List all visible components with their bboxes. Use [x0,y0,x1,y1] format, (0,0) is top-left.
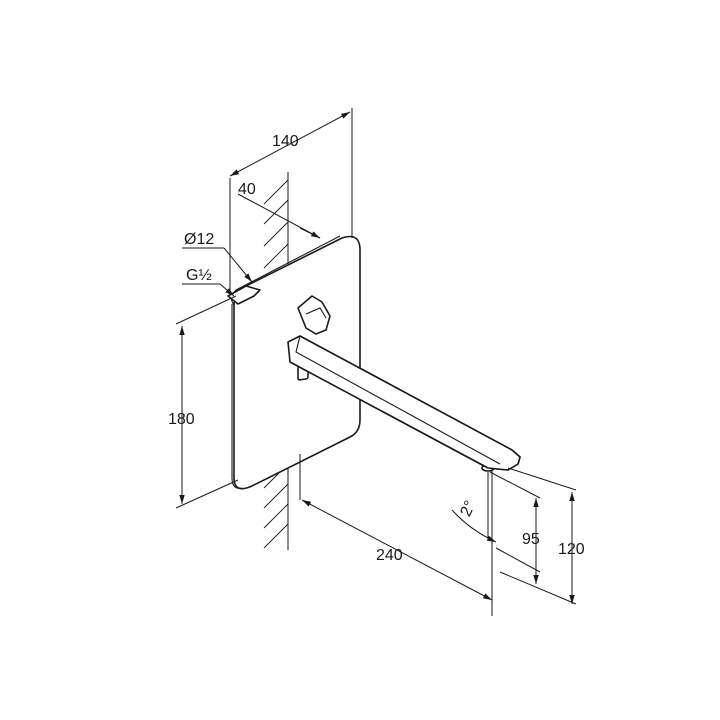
dim-diameter: Ø12 [182,231,253,283]
dim-thread-label: G½ [186,267,212,284]
connection-stub [227,285,261,305]
dim-diameter-label: Ø12 [184,231,214,248]
dim-240: 240 [299,454,493,616]
dim-140-label: 140 [272,133,299,150]
dim-180: 180 [168,295,239,509]
dim-thread: G½ [182,267,235,297]
dim-95: 95 [489,471,541,584]
dim-95-label: 95 [522,531,540,548]
dim-120: 120 [499,467,585,605]
control-knob [297,295,331,335]
dim-140: 140 [229,108,353,292]
spout-outline [287,335,521,471]
dim-120-label: 120 [558,541,585,558]
spray-angle: 2° [451,472,497,543]
dim-40-label: 40 [238,181,256,198]
spray-angle-label: 2° [457,498,479,519]
dim-180-label: 180 [168,411,195,428]
dim-40: 40 [237,181,321,239]
dim-240-label: 240 [376,547,403,564]
